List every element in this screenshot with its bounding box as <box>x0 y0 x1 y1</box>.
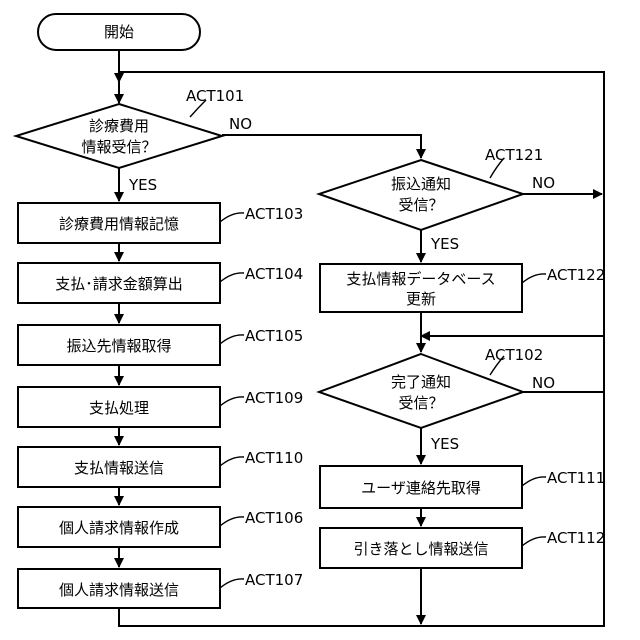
decision-act101-shape <box>16 104 222 168</box>
decision-act102-yes-label: YES <box>430 435 459 453</box>
process-act110-ref: ACT110 <box>245 449 303 467</box>
process-act111-ref: ACT111 <box>547 469 605 487</box>
process-act104-ref: ACT104 <box>245 265 303 283</box>
process-act111-label: ユーザ連絡先取得 <box>361 479 481 497</box>
process-act106-ref: ACT106 <box>245 509 303 527</box>
decision-act101-line1: 診療費用 <box>89 117 149 135</box>
process-act105-label: 振込先情報取得 <box>66 337 171 355</box>
process-act104-leader <box>220 273 244 282</box>
decision-act121-ref: ACT121 <box>485 146 543 164</box>
process-act103: 診療費用情報記憶 ACT103 <box>18 203 303 243</box>
decision-act121: 振込通知 受信？ ACT121 NO YES <box>319 146 555 253</box>
process-act103-leader <box>220 213 244 222</box>
process-act103-ref: ACT103 <box>245 205 303 223</box>
process-act110: 支払情報送信 ACT110 <box>18 447 303 487</box>
process-act105: 振込先情報取得 ACT105 <box>18 325 303 365</box>
process-act107-leader <box>220 579 244 588</box>
process-act104-label: 支払･請求金額算出 <box>55 275 183 293</box>
process-act109: 支払処理 ACT109 <box>18 387 303 427</box>
process-act122-line1: 支払情報データベース <box>346 270 495 288</box>
decision-act121-line1: 振込通知 <box>391 175 451 193</box>
process-act109-label: 支払処理 <box>89 399 149 417</box>
process-act106-label: 個人請求情報作成 <box>59 519 179 537</box>
decision-act101: 診療費用 情報受信？ ACT101 NO YES <box>16 87 252 194</box>
decision-act101-ref: ACT101 <box>186 87 244 105</box>
process-act106: 個人請求情報作成 ACT106 <box>18 507 303 547</box>
decision-act102-line2: 受信？ <box>398 394 443 412</box>
decision-act102-ref: ACT102 <box>485 346 543 364</box>
decision-act102: 完了通知 受信？ ACT102 NO YES <box>319 346 555 453</box>
process-act109-leader <box>220 397 244 406</box>
decision-act121-yes-label: YES <box>430 235 459 253</box>
process-act122-line2: 更新 <box>406 290 436 308</box>
process-act107-ref: ACT107 <box>245 571 303 589</box>
process-act110-label: 支払情報送信 <box>74 459 164 477</box>
decision-act102-shape <box>319 354 523 428</box>
process-act112-ref: ACT112 <box>547 529 605 547</box>
decision-act102-no-label: NO <box>532 374 555 392</box>
decision-act101-line2: 情報受信？ <box>81 138 156 156</box>
start-label: 開始 <box>104 23 134 41</box>
process-act105-ref: ACT105 <box>245 327 303 345</box>
decision-act121-line2: 受信？ <box>398 196 443 214</box>
decision-act102-line1: 完了通知 <box>391 373 451 391</box>
process-act109-ref: ACT109 <box>245 389 303 407</box>
process-act106-leader <box>220 517 244 526</box>
decision-act121-shape <box>319 160 523 230</box>
process-act112-leader <box>522 537 546 546</box>
process-act122-leader <box>522 274 546 283</box>
process-act112-label: 引き落とし情報送信 <box>353 540 488 558</box>
arrow-act101-no <box>222 135 421 158</box>
process-act103-label: 診療費用情報記憶 <box>59 215 179 233</box>
process-act111: ユーザ連絡先取得 ACT111 <box>320 466 605 508</box>
process-act122: 支払情報データベース 更新 ACT122 <box>320 264 605 312</box>
process-act110-leader <box>220 457 244 466</box>
decision-act121-no-label: NO <box>532 174 555 192</box>
process-act105-leader <box>220 335 244 344</box>
process-act112: 引き落とし情報送信 ACT112 <box>320 528 605 568</box>
process-act107: 個人請求情報送信 ACT107 <box>18 569 303 608</box>
decision-act101-no-label: NO <box>229 115 252 133</box>
process-act111-leader <box>522 477 546 486</box>
process-act107-label: 個人請求情報送信 <box>59 581 179 599</box>
start-terminal: 開始 <box>38 14 200 50</box>
process-act104: 支払･請求金額算出 ACT104 <box>18 263 303 303</box>
decision-act101-yes-label: YES <box>128 176 157 194</box>
process-act122-ref: ACT122 <box>547 266 605 284</box>
